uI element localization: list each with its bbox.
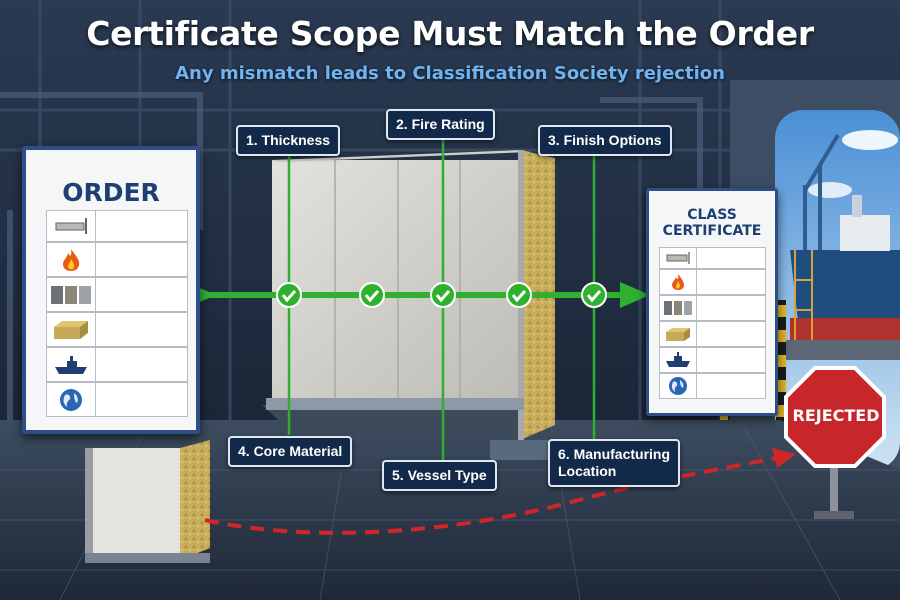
certificate-title-line1: CLASS bbox=[687, 207, 737, 223]
order-row-vessel bbox=[46, 347, 188, 382]
stop-octagon bbox=[784, 366, 886, 468]
small-sample-panel bbox=[85, 440, 210, 563]
certificate-row-core bbox=[659, 321, 766, 347]
check-icon bbox=[430, 282, 456, 308]
order-row-finish bbox=[46, 277, 188, 312]
label-thickness: 1. Thickness bbox=[236, 125, 341, 156]
check-icon bbox=[276, 282, 302, 308]
order-row-thickness bbox=[46, 210, 188, 242]
certificate-title-line2: CERTIFICATE bbox=[662, 223, 762, 239]
label-finish-options: 3. Finish Options bbox=[538, 125, 672, 156]
certificate-row-fire bbox=[659, 269, 766, 295]
thickness-icon bbox=[47, 211, 96, 241]
rejected-text: REJECTED bbox=[792, 406, 880, 425]
certificate-row-vessel bbox=[659, 347, 766, 373]
finish-samples-icon bbox=[47, 278, 96, 311]
rejected-sign: REJECTED bbox=[784, 366, 888, 526]
label-core-material: 4. Core Material bbox=[228, 436, 353, 467]
certificate-row-location bbox=[659, 373, 766, 399]
thickness-icon bbox=[660, 248, 697, 268]
certificate-row-thickness bbox=[659, 247, 766, 269]
globe-icon bbox=[47, 383, 96, 416]
check-icon bbox=[359, 282, 385, 308]
label-manufacturing-line1: 6. Manufacturing bbox=[558, 446, 671, 462]
label-vessel-type: 5. Vessel Type bbox=[382, 460, 497, 491]
order-row-fire bbox=[46, 242, 188, 277]
core-block-icon bbox=[660, 322, 697, 346]
page-subtitle: Any mismatch leads to Classification Soc… bbox=[175, 63, 725, 84]
reject-path bbox=[204, 453, 791, 535]
globe-icon bbox=[660, 374, 697, 398]
flame-icon bbox=[47, 243, 96, 276]
order-row-core bbox=[46, 312, 188, 347]
core-block-icon bbox=[47, 313, 96, 346]
label-fire-rating: 2. Fire Rating bbox=[386, 109, 495, 140]
flame-icon bbox=[660, 270, 697, 294]
order-row-location bbox=[46, 382, 188, 417]
label-manufacturing-location: 6. Manufacturing Location bbox=[548, 439, 681, 487]
label-manufacturing-line2: Location bbox=[558, 463, 617, 479]
finish-samples-icon bbox=[660, 296, 697, 320]
page-title: Certificate Scope Must Match the Order bbox=[86, 14, 814, 53]
vessel-icon bbox=[660, 348, 697, 372]
vessel-icon bbox=[47, 348, 96, 381]
reject-arrowhead bbox=[772, 448, 796, 468]
order-card-title: ORDER bbox=[62, 178, 160, 207]
check-icon bbox=[506, 282, 532, 308]
check-marks bbox=[276, 282, 607, 308]
check-icon bbox=[581, 282, 607, 308]
class-certificate-card: CLASS CERTIFICATE bbox=[646, 188, 778, 416]
certificate-title: CLASS CERTIFICATE bbox=[649, 207, 775, 239]
certificate-row-finish bbox=[659, 295, 766, 321]
order-card: ORDER bbox=[22, 146, 200, 434]
